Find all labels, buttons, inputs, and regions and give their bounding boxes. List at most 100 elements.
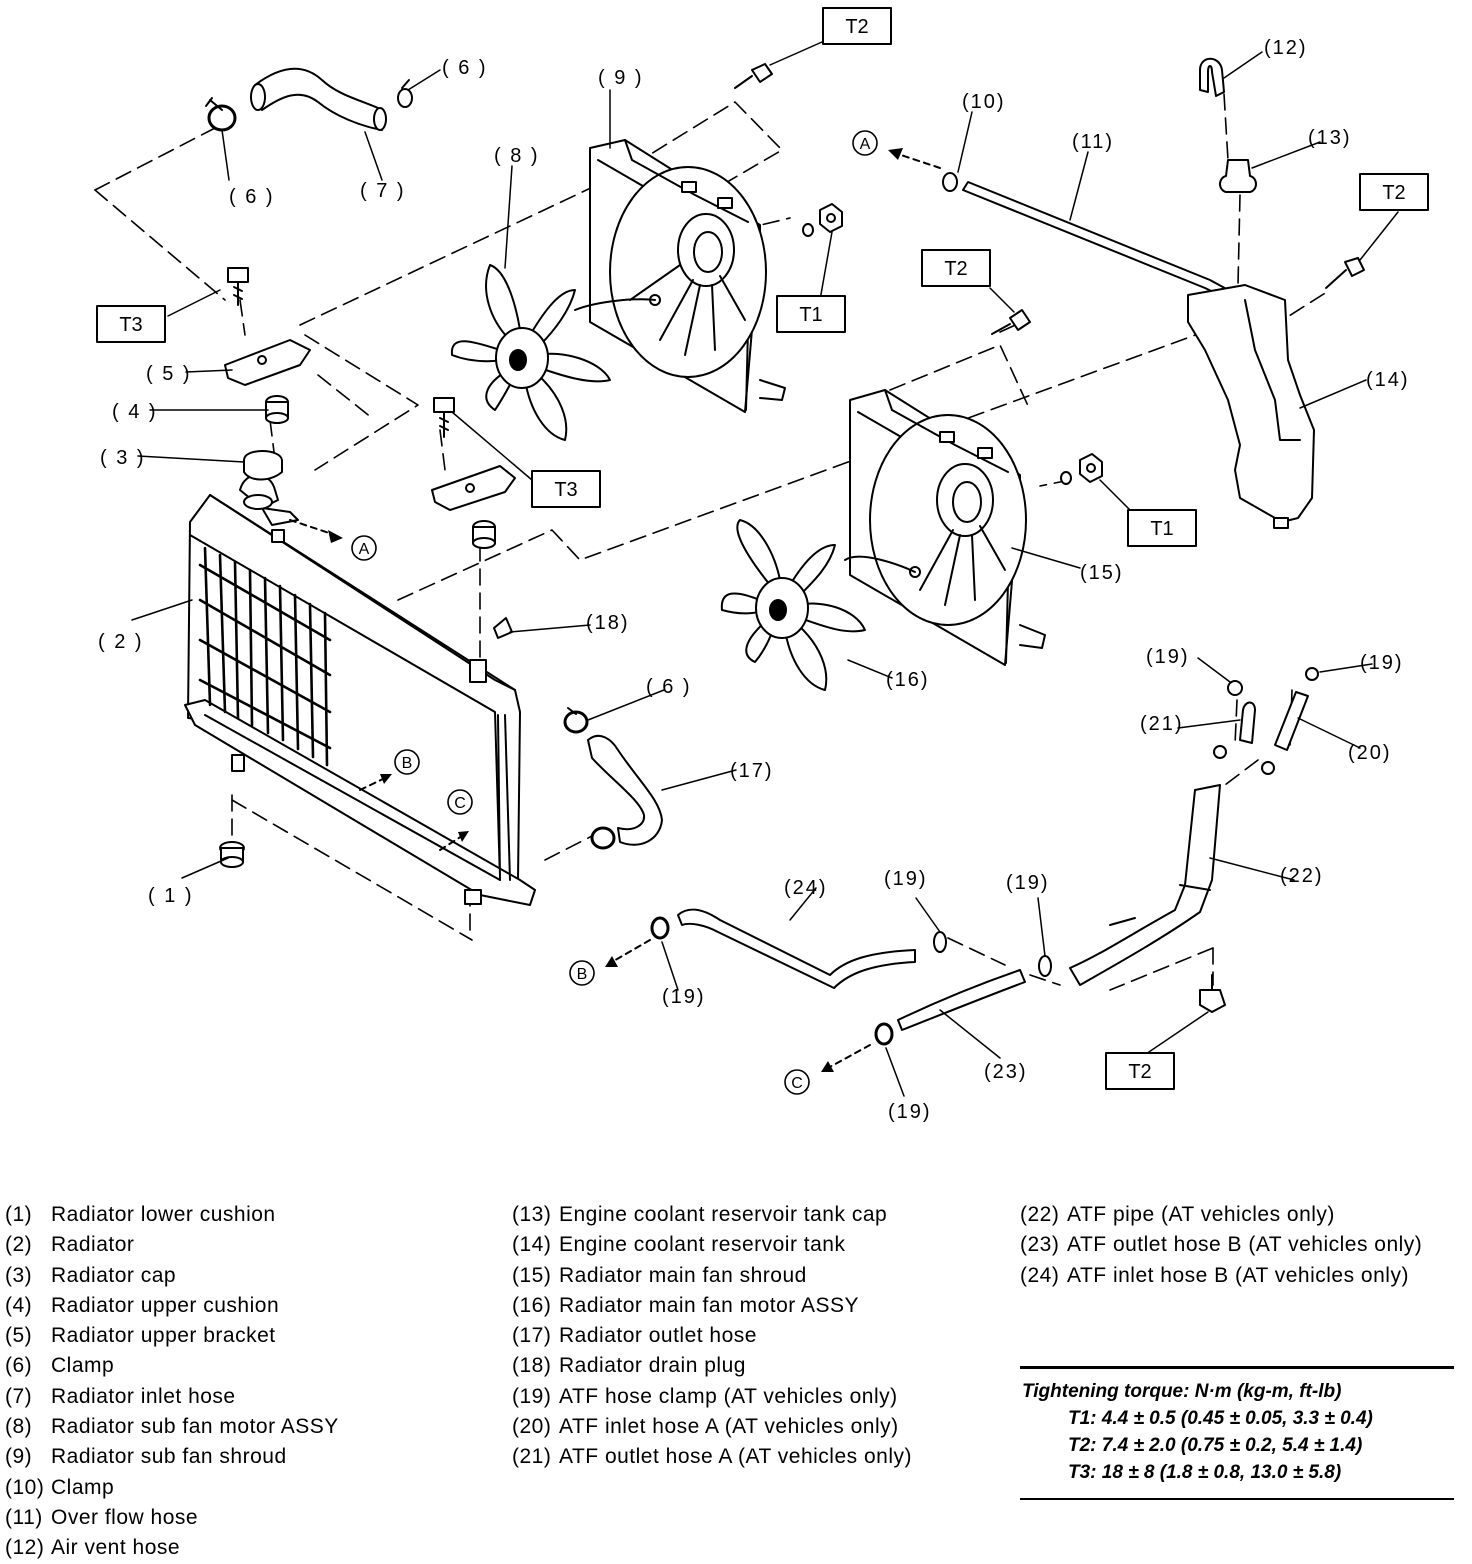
legend-item-label: Radiator xyxy=(51,1233,135,1257)
legend-item: (23) ATF outlet hose B (AT vehicles only) xyxy=(1020,1230,1460,1260)
legend-item-number: (11) xyxy=(5,1505,43,1529)
legend-item-number: (9) xyxy=(5,1445,33,1469)
legend-item-number: (15) xyxy=(512,1263,552,1287)
legend-item-label: ATF outlet hose B (AT vehicles only) xyxy=(1067,1233,1423,1257)
legend-item-label: Radiator lower cushion xyxy=(51,1203,276,1226)
legend-item-label: Clamp xyxy=(51,1475,115,1499)
nut-t1 xyxy=(802,203,1103,485)
air-vent-hose xyxy=(1199,57,1225,97)
legend-item-label: Radiator sub fan motor ASSY xyxy=(51,1415,339,1439)
legend-item-number: (8) xyxy=(5,1415,33,1439)
callout-12: (12) xyxy=(1264,37,1308,59)
legend-item-label: Radiator sub fan shroud xyxy=(51,1445,287,1469)
torque-t1: T1: 4.4 ± 0.5 (0.45 ± 0.05, 3.3 ± 0.4) xyxy=(1068,1408,1373,1429)
ref-b-label: B xyxy=(402,755,413,772)
torque-tag-t3: T3 xyxy=(554,479,577,501)
atf-hose-clamp xyxy=(650,667,1319,1046)
legend-item-label: Radiator main fan motor ASSY xyxy=(559,1293,859,1317)
legend-item-label: Air vent hose xyxy=(51,1536,181,1560)
legend-item: (6)Clamp xyxy=(5,1351,475,1381)
legend-item-number: (12) xyxy=(5,1536,45,1560)
torque-tag-t2: T2 xyxy=(1128,1061,1151,1083)
atf-hose-a-inlet xyxy=(1274,691,1309,751)
radiator-sub-fan-shroud xyxy=(574,139,786,413)
legend-item-label: Engine coolant reservoir tank xyxy=(559,1233,846,1257)
radiator-inlet-hose xyxy=(254,67,383,131)
legend-item: (18) Radiator drain plug xyxy=(512,1351,947,1381)
torque-t2: T2: 7.4 ± 2.0 (0.75 ± 0.2, 5.4 ± 1.4) xyxy=(1068,1435,1363,1456)
legend-item: (14)Engine coolant reservoir tank xyxy=(512,1230,947,1260)
torque-tag-t3: T3 xyxy=(119,314,142,336)
callout-8: ( 8 ) xyxy=(494,145,540,167)
legend-item-number: (23) xyxy=(1020,1233,1060,1257)
legend-column-1: (1) Radiator lower cushion (2) Radiator (3) R… xyxy=(5,1200,475,1564)
legend-item: (11)Over flow hose xyxy=(5,1503,475,1533)
legend-item: (2) Radiator xyxy=(5,1230,475,1260)
clamp xyxy=(205,79,958,850)
atf-lines xyxy=(650,667,1319,1046)
legend-item: (17)Radiator outlet hose xyxy=(512,1321,947,1351)
atf-hose-b-outlet xyxy=(897,969,1026,1031)
legend-item: (19)ATF hose clamp (AT vehicles only) xyxy=(512,1382,947,1412)
exploded-diagram: A A B C B C T2 T2 T2 T3 T1 T3 T1 T2 ( 1 … xyxy=(94,7,1429,1123)
tightening-torque-box: Tightening torque: N·m (kg-m, ft-lb) T1:… xyxy=(1020,1366,1454,1500)
radiator-lower-cushion xyxy=(219,841,245,868)
legend-item: (3) Radiator cap xyxy=(5,1261,475,1291)
radiator-upper-cushion xyxy=(265,395,496,549)
legend-item-label: Radiator drain plug xyxy=(559,1354,746,1378)
legend-item-label: ATF pipe (AT vehicles only) xyxy=(1067,1203,1335,1226)
callout-19: (19) xyxy=(888,1101,932,1123)
callout-6: ( 6 ) xyxy=(442,57,488,79)
legend-item-number: (1) xyxy=(5,1203,33,1226)
legend-item-number: (13) xyxy=(512,1203,552,1226)
callout-14: (14) xyxy=(1366,369,1410,391)
radiator-sub-fan xyxy=(450,264,611,441)
legend-item: (1) Radiator lower cushion xyxy=(5,1200,475,1230)
callout-9: ( 9 ) xyxy=(598,67,644,89)
callout-18: (18) xyxy=(586,612,630,634)
ref-a-label: A xyxy=(860,136,871,153)
legend-item: (12)Air vent hose xyxy=(5,1533,475,1563)
legend-item: (15)Radiator main fan shroud xyxy=(512,1261,947,1291)
ref-b-label: B xyxy=(577,966,588,983)
callout-23: (23) xyxy=(984,1061,1028,1083)
legend-item-number: (2) xyxy=(5,1233,33,1257)
callout-6: ( 6 ) xyxy=(646,676,692,698)
radiator-upper-bracket xyxy=(224,339,516,511)
radiator-cap xyxy=(243,450,283,481)
legend-item: (5)Radiator upper bracket xyxy=(5,1321,475,1351)
torque-title: Tightening torque: N·m (kg-m, ft-lb) xyxy=(1022,1381,1342,1402)
legend-column-3: (22)ATF pipe (AT vehicles only) (23) ATF o… xyxy=(1020,1200,1460,1291)
reference-circles xyxy=(351,130,878,1095)
legend-item: (10)Clamp xyxy=(5,1473,475,1503)
callout-24: (24) xyxy=(784,877,828,899)
torque-t3: T3: 18 ± 8 (1.8 ± 0.8, 13.0 ± 5.8) xyxy=(1068,1462,1342,1483)
legend-item-number: (3) xyxy=(5,1263,33,1287)
atf-hose-b-inlet xyxy=(677,908,916,989)
arrow-heads xyxy=(328,148,903,1072)
legend-item: (22)ATF pipe (AT vehicles only) xyxy=(1020,1200,1460,1230)
legend-item-label: Radiator cap xyxy=(51,1263,177,1287)
reference-arrows xyxy=(289,152,941,1069)
callout-15: (15) xyxy=(1080,562,1124,584)
atf-hose-a-outlet xyxy=(1239,701,1256,744)
legend-item-label: ATF inlet hose B (AT vehicles only) xyxy=(1067,1263,1409,1287)
legend-item-number: (7) xyxy=(5,1384,33,1408)
torque-tag-t2: T2 xyxy=(1382,182,1405,204)
assembly-guide-lines xyxy=(94,93,1331,991)
callout-2: ( 2 ) xyxy=(98,631,144,653)
callout-17: (17) xyxy=(730,760,774,782)
callout-7: ( 7 ) xyxy=(360,180,406,202)
bolt-t3 xyxy=(227,267,455,438)
legend-item-number: (18) xyxy=(512,1354,552,1378)
callout-20: (20) xyxy=(1348,742,1392,764)
ref-c-label: C xyxy=(454,795,466,812)
legend-item-label: ATF hose clamp (AT vehicles only) xyxy=(559,1384,898,1408)
legend-item-label: ATF outlet hose A (AT vehicles only) xyxy=(559,1445,912,1469)
callout-10: (10) xyxy=(962,91,1006,113)
legend-item-number: (17) xyxy=(512,1324,552,1348)
radiator-main-fan-shroud xyxy=(844,389,1046,666)
legend-item: (16)Radiator main fan motor ASSY xyxy=(512,1291,947,1321)
legend-item: (13)Engine coolant reservoir tank cap xyxy=(512,1200,947,1230)
radiator-drain-plug xyxy=(493,617,513,639)
